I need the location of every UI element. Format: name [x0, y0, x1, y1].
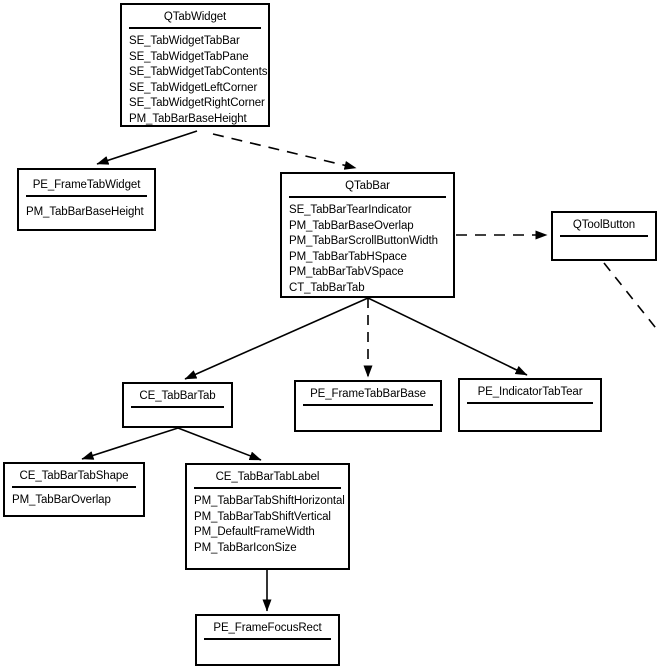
- class-item: SE_TabWidgetLeftCorner: [129, 81, 258, 94]
- edge-ce-tabbartab-to-ce-tabbartabshape: [81, 427, 179, 460]
- class-title: PE_FrameFocusRect: [213, 622, 322, 634]
- class-title: PE_FrameTabWidget: [32, 179, 141, 191]
- class-box-ce-tabbartabshape: CE_TabBarTabShape PM_TabBarOverlap: [3, 462, 145, 517]
- class-item: PM_TabBarBaseHeight: [26, 206, 144, 218]
- class-box-ce-tabbartab: CE_TabBarTab: [122, 382, 233, 428]
- title-separator: [303, 404, 433, 406]
- class-item: SE_TabBarTearIndicator: [289, 204, 412, 216]
- class-items: SE_TabBarTearIndicator PM_TabBarBaseOver…: [282, 198, 453, 296]
- title-separator: [129, 27, 261, 29]
- edge-qtabbar-to-ce-tabbartab: [184, 297, 369, 380]
- class-item: PM_TabBarTabHSpace: [289, 250, 407, 263]
- class-items: PM_TabBarBaseHeight: [19, 197, 154, 221]
- class-title: CE_TabBarTabShape: [19, 470, 129, 482]
- class-items: PM_TabBarOverlap: [5, 488, 143, 509]
- class-box-pe-framefocusrect: PE_FrameFocusRect: [195, 614, 340, 666]
- class-box-qtabwidget: QTabWidget SE_TabWidgetTabBar SE_TabWidg…: [120, 3, 270, 127]
- class-item: SE_TabWidgetTabPane: [129, 50, 249, 63]
- edge-qtabbar-to-pe-indicatortabtear: [367, 297, 528, 376]
- class-box-pe-frametabbarbase: PE_FrameTabBarBase: [294, 380, 442, 432]
- class-item: SE_TabWidgetTabBar: [129, 35, 240, 47]
- title-separator: [131, 406, 224, 408]
- title-separator: [204, 638, 331, 640]
- class-item: SE_TabWidgetRightCorner: [129, 97, 265, 110]
- title-separator: [26, 195, 147, 197]
- class-item: PM_TabBarTabShiftHorizontal: [194, 495, 345, 507]
- edge-qtabwidget-to-qtabbar: [212, 133, 357, 170]
- class-item: PM_DefaultFrameWidth: [194, 526, 315, 539]
- class-item: SE_TabWidgetTabContents: [129, 66, 268, 79]
- edge-qtoolbutton-offscreen: [603, 262, 660, 333]
- class-item: PM_TabBarIconSize: [194, 541, 297, 554]
- edge-ce-tabbartab-to-ce-tabbartablabel: [177, 427, 262, 461]
- class-item: CT_TabBarTab: [289, 281, 365, 294]
- class-box-pe-indicatortabtear: PE_IndicatorTabTear: [458, 378, 602, 432]
- title-separator: [467, 402, 593, 404]
- class-item: PM_TabBarOverlap: [12, 494, 111, 506]
- title-separator: [194, 487, 341, 489]
- class-title: QToolButton: [572, 219, 636, 231]
- class-items: PM_TabBarTabShiftHorizontal PM_TabBarTab…: [187, 489, 348, 556]
- edge-qtabwidget-to-pe-frametabwidget: [96, 130, 198, 165]
- class-box-pe-frametabwidget: PE_FrameTabWidget PM_TabBarBaseHeight: [17, 168, 156, 231]
- title-separator: [560, 235, 648, 237]
- class-title: PE_IndicatorTabTear: [477, 386, 583, 398]
- class-item: PM_TabBarScrollButtonWidth: [289, 235, 438, 248]
- class-title: CE_TabBarTabLabel: [215, 471, 320, 483]
- class-item: PM_TabBarBaseHeight: [129, 112, 247, 125]
- class-item: PM_TabBarTabShiftVertical: [194, 510, 331, 523]
- class-item: PM_tabBarTabVSpace: [289, 266, 404, 279]
- class-item: PM_TabBarBaseOverlap: [289, 219, 414, 232]
- title-separator: [289, 196, 446, 198]
- title-separator: [12, 486, 136, 488]
- class-items: SE_TabWidgetTabBar SE_TabWidgetTabPane S…: [122, 29, 268, 125]
- class-box-qtoolbutton: QToolButton: [551, 211, 657, 261]
- class-title: QTabBar: [345, 180, 390, 192]
- class-title: PE_FrameTabBarBase: [310, 388, 426, 400]
- class-title: QTabWidget: [163, 11, 227, 23]
- class-title: CE_TabBarTab: [139, 390, 216, 402]
- class-box-qtabbar: QTabBar SE_TabBarTearIndicator PM_TabBar…: [280, 172, 455, 298]
- class-box-ce-tabbartablabel: CE_TabBarTabLabel PM_TabBarTabShiftHoriz…: [185, 463, 350, 570]
